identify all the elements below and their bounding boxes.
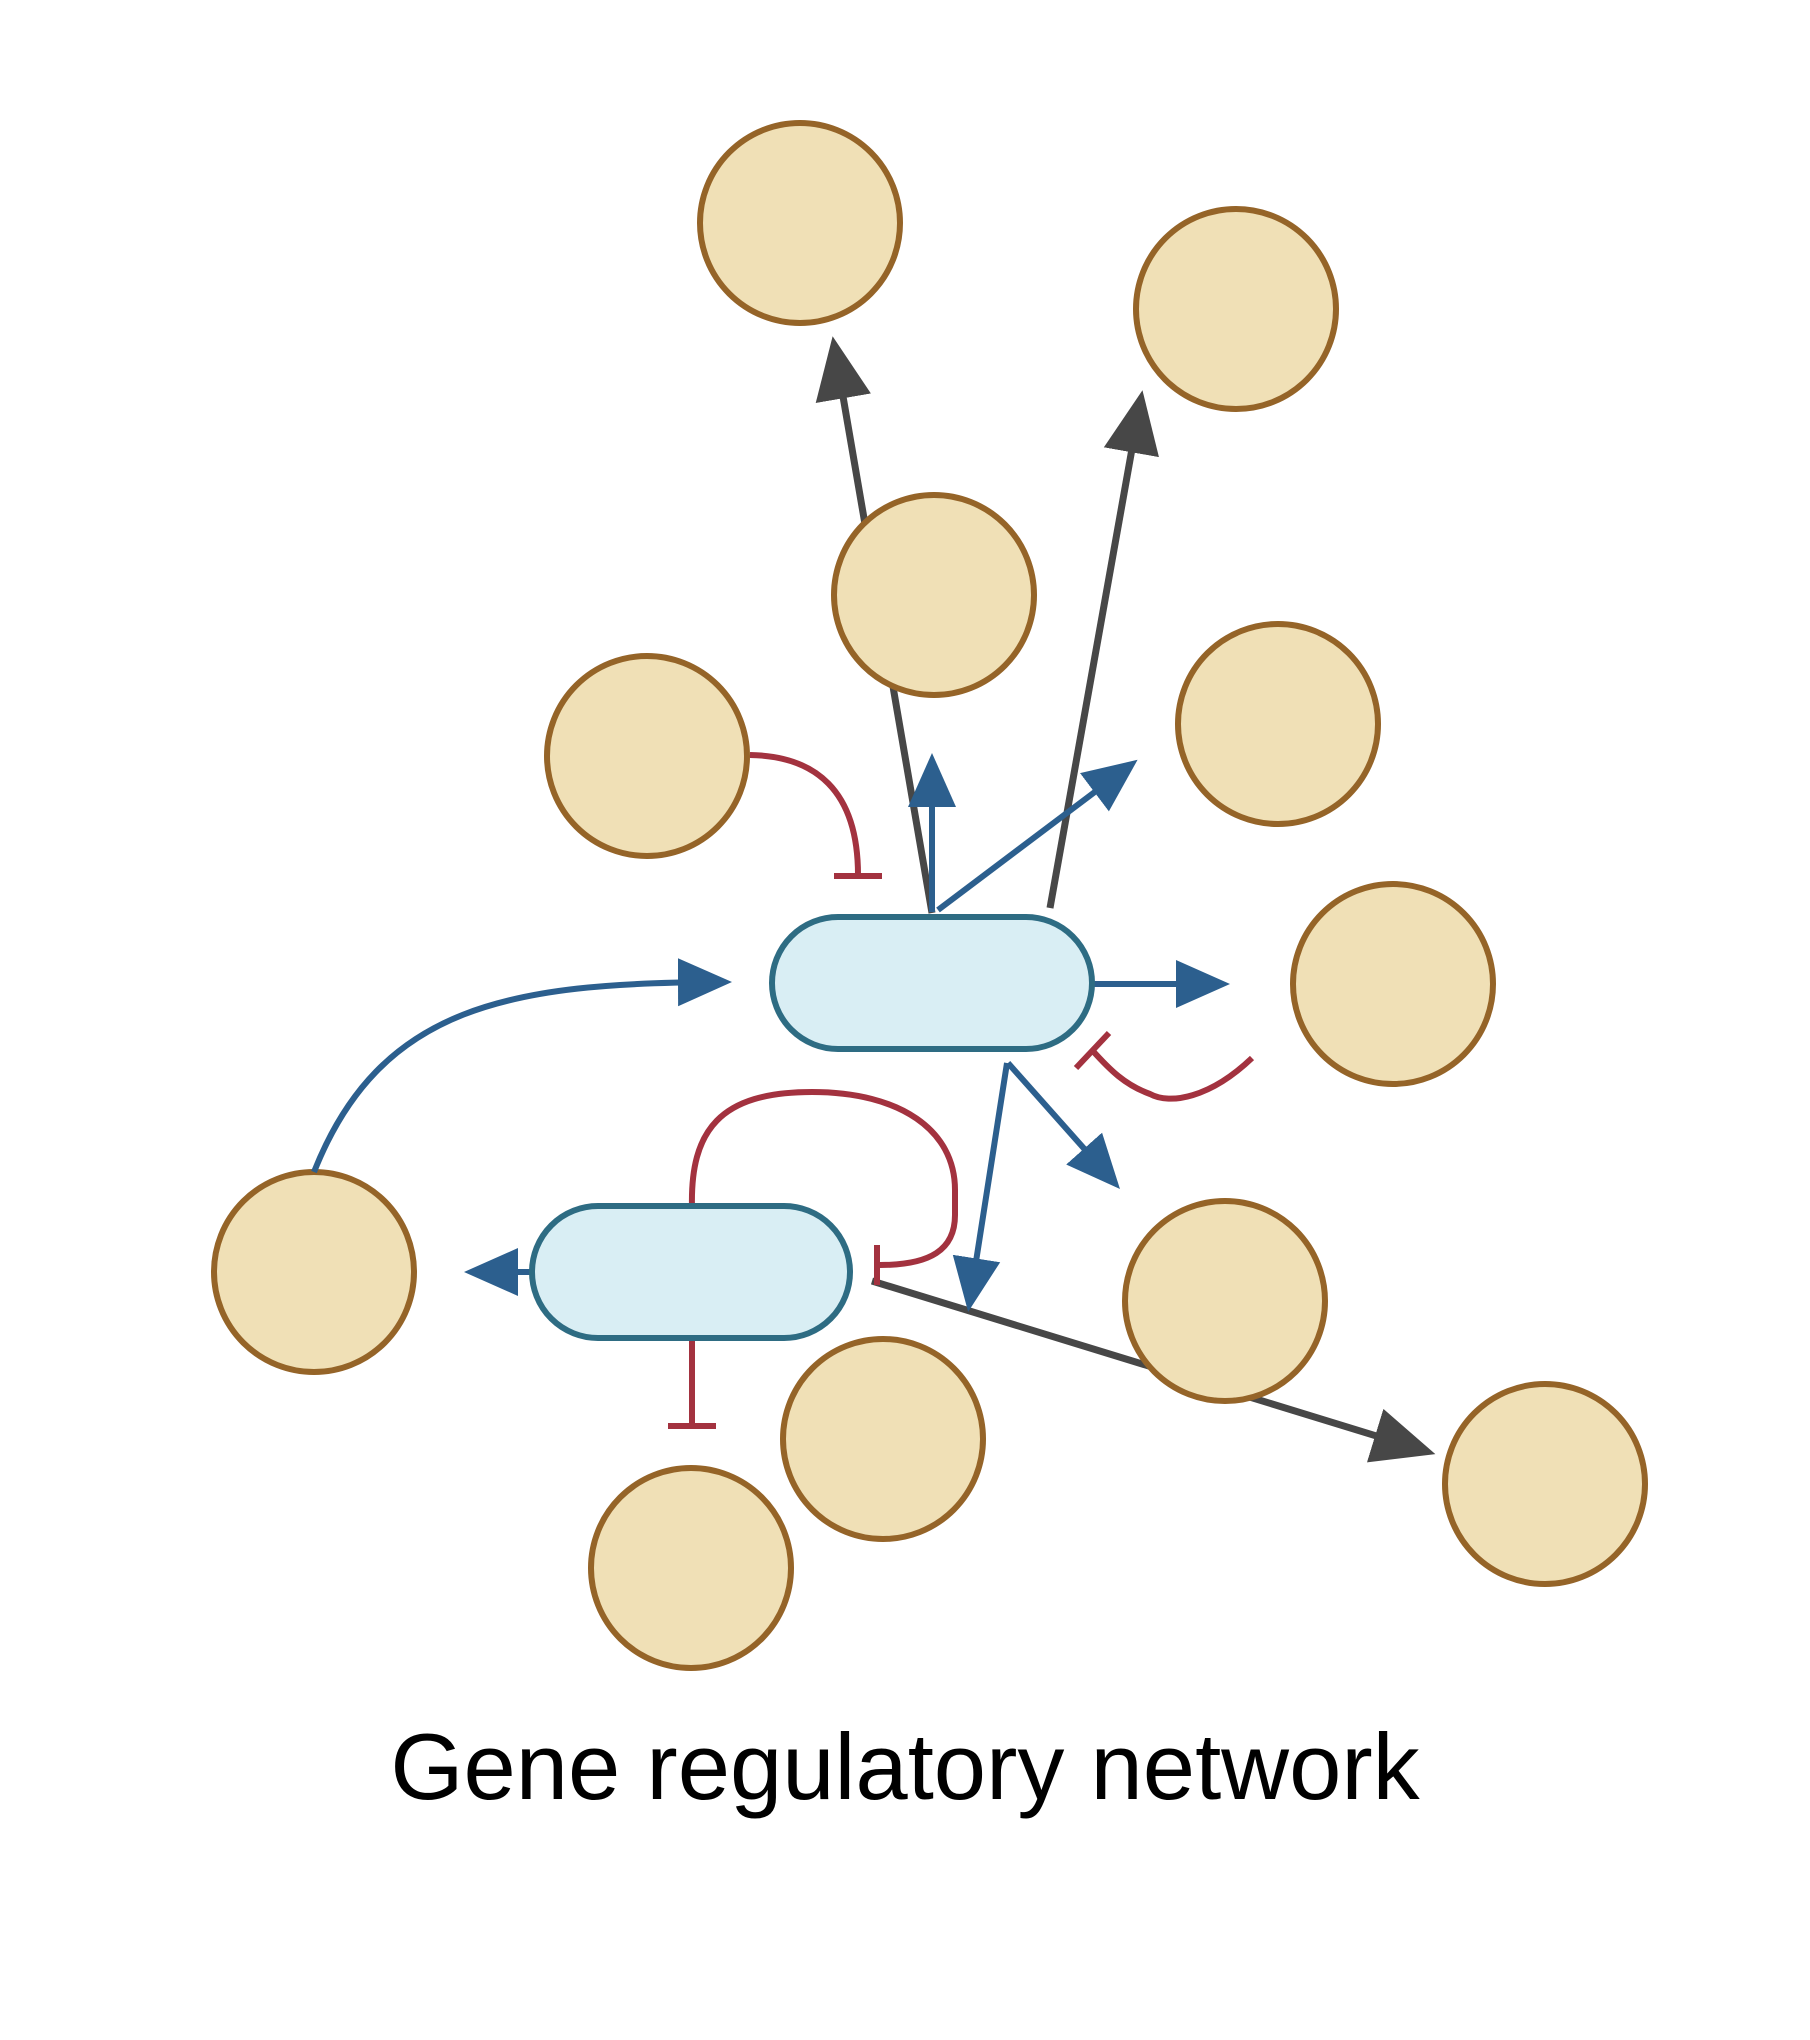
- activation-edge-hub-lower-right: [1005, 1061, 1120, 1189]
- gene-node-lower-right: [1122, 1198, 1328, 1404]
- activation-edge-left-to-hub: [311, 958, 732, 1174]
- gene-node-right: [1290, 881, 1496, 1087]
- gene-node-upper-left: [544, 653, 750, 859]
- gene-node-far-bottom-right: [1442, 1381, 1648, 1587]
- inhibition-edge-right-to-hub: [1089, 1047, 1255, 1102]
- activation-edges: [311, 753, 1230, 1312]
- inhibition-bar-hub-right: [1073, 1030, 1112, 1071]
- gene-node-upper-right: [1175, 621, 1381, 827]
- gene-node-top: [697, 120, 903, 326]
- indirect-edge-to-top-right-node: [1046, 390, 1159, 909]
- hub-gene-main: [769, 914, 1095, 1052]
- inhibition-edge-upper-left-to-hub: [749, 752, 861, 876]
- activation-edge-hub-lower-center: [952, 1062, 1010, 1312]
- gene-node-bottom: [588, 1465, 794, 1671]
- diagram-title: Gene regulatory network: [390, 1714, 1420, 1819]
- hub-gene-secondary: [529, 1203, 853, 1341]
- inhibition-edge-self-loop: [688, 1088, 958, 1268]
- gene-node-top-right: [1133, 206, 1339, 412]
- activation-edge-hub-upper-right: [936, 759, 1138, 913]
- hub-genes: [529, 914, 1095, 1341]
- gene-nodes: [211, 120, 1648, 1671]
- gene-node-upper-center: [831, 492, 1037, 698]
- gene-node-lower-center: [780, 1336, 986, 1542]
- gene-node-left: [211, 1169, 417, 1375]
- inhibition-edges: [668, 752, 1255, 1429]
